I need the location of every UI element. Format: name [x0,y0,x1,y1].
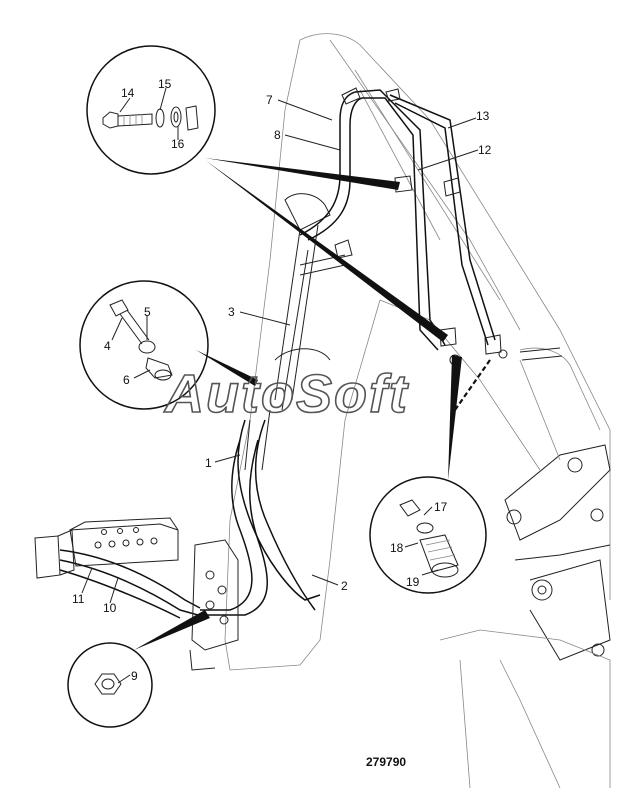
callout-2: 2 [341,579,348,593]
callout-10: 10 [103,601,117,615]
callout-18: 18 [390,541,404,555]
callout-11: 11 [72,592,85,606]
watermark: AutoSoft [163,364,409,424]
callout-5: 5 [144,305,151,319]
detail-circle-bolt-14 [86,45,216,175]
hoses [59,419,321,619]
callout-19: 19 [406,575,420,589]
callout-6: 6 [123,373,130,387]
callout-labels: 1 2 3 4 5 6 7 8 9 10 11 12 13 14 15 16 1… [72,77,492,683]
detail-leaders [134,158,491,650]
boom-ram [244,193,346,471]
detail-circle-bolt-4 [79,280,209,410]
boom-outline [224,33,611,671]
callout-12: 12 [478,143,492,157]
callout-3: 3 [228,305,235,319]
detail-circle-fitting-17 [369,476,487,594]
callout-leaders [81,87,479,684]
callout-16: 16 [171,137,185,151]
mounting-plate [189,539,239,671]
detail-circle-nut-9 [67,642,153,728]
callout-14: 14 [121,86,135,100]
callout-1: 1 [205,456,212,470]
callout-15: 15 [158,77,172,91]
drawing-reference-number: 279790 [366,755,406,769]
callout-7: 7 [266,93,273,107]
callout-8: 8 [274,128,281,142]
control-valve-block [34,517,179,579]
callout-17: 17 [434,500,448,514]
callout-13: 13 [476,109,490,123]
pipe-assembly [299,87,508,366]
callout-4: 4 [104,339,111,353]
dipper-linkage [439,347,611,788]
callout-9: 9 [131,669,138,683]
